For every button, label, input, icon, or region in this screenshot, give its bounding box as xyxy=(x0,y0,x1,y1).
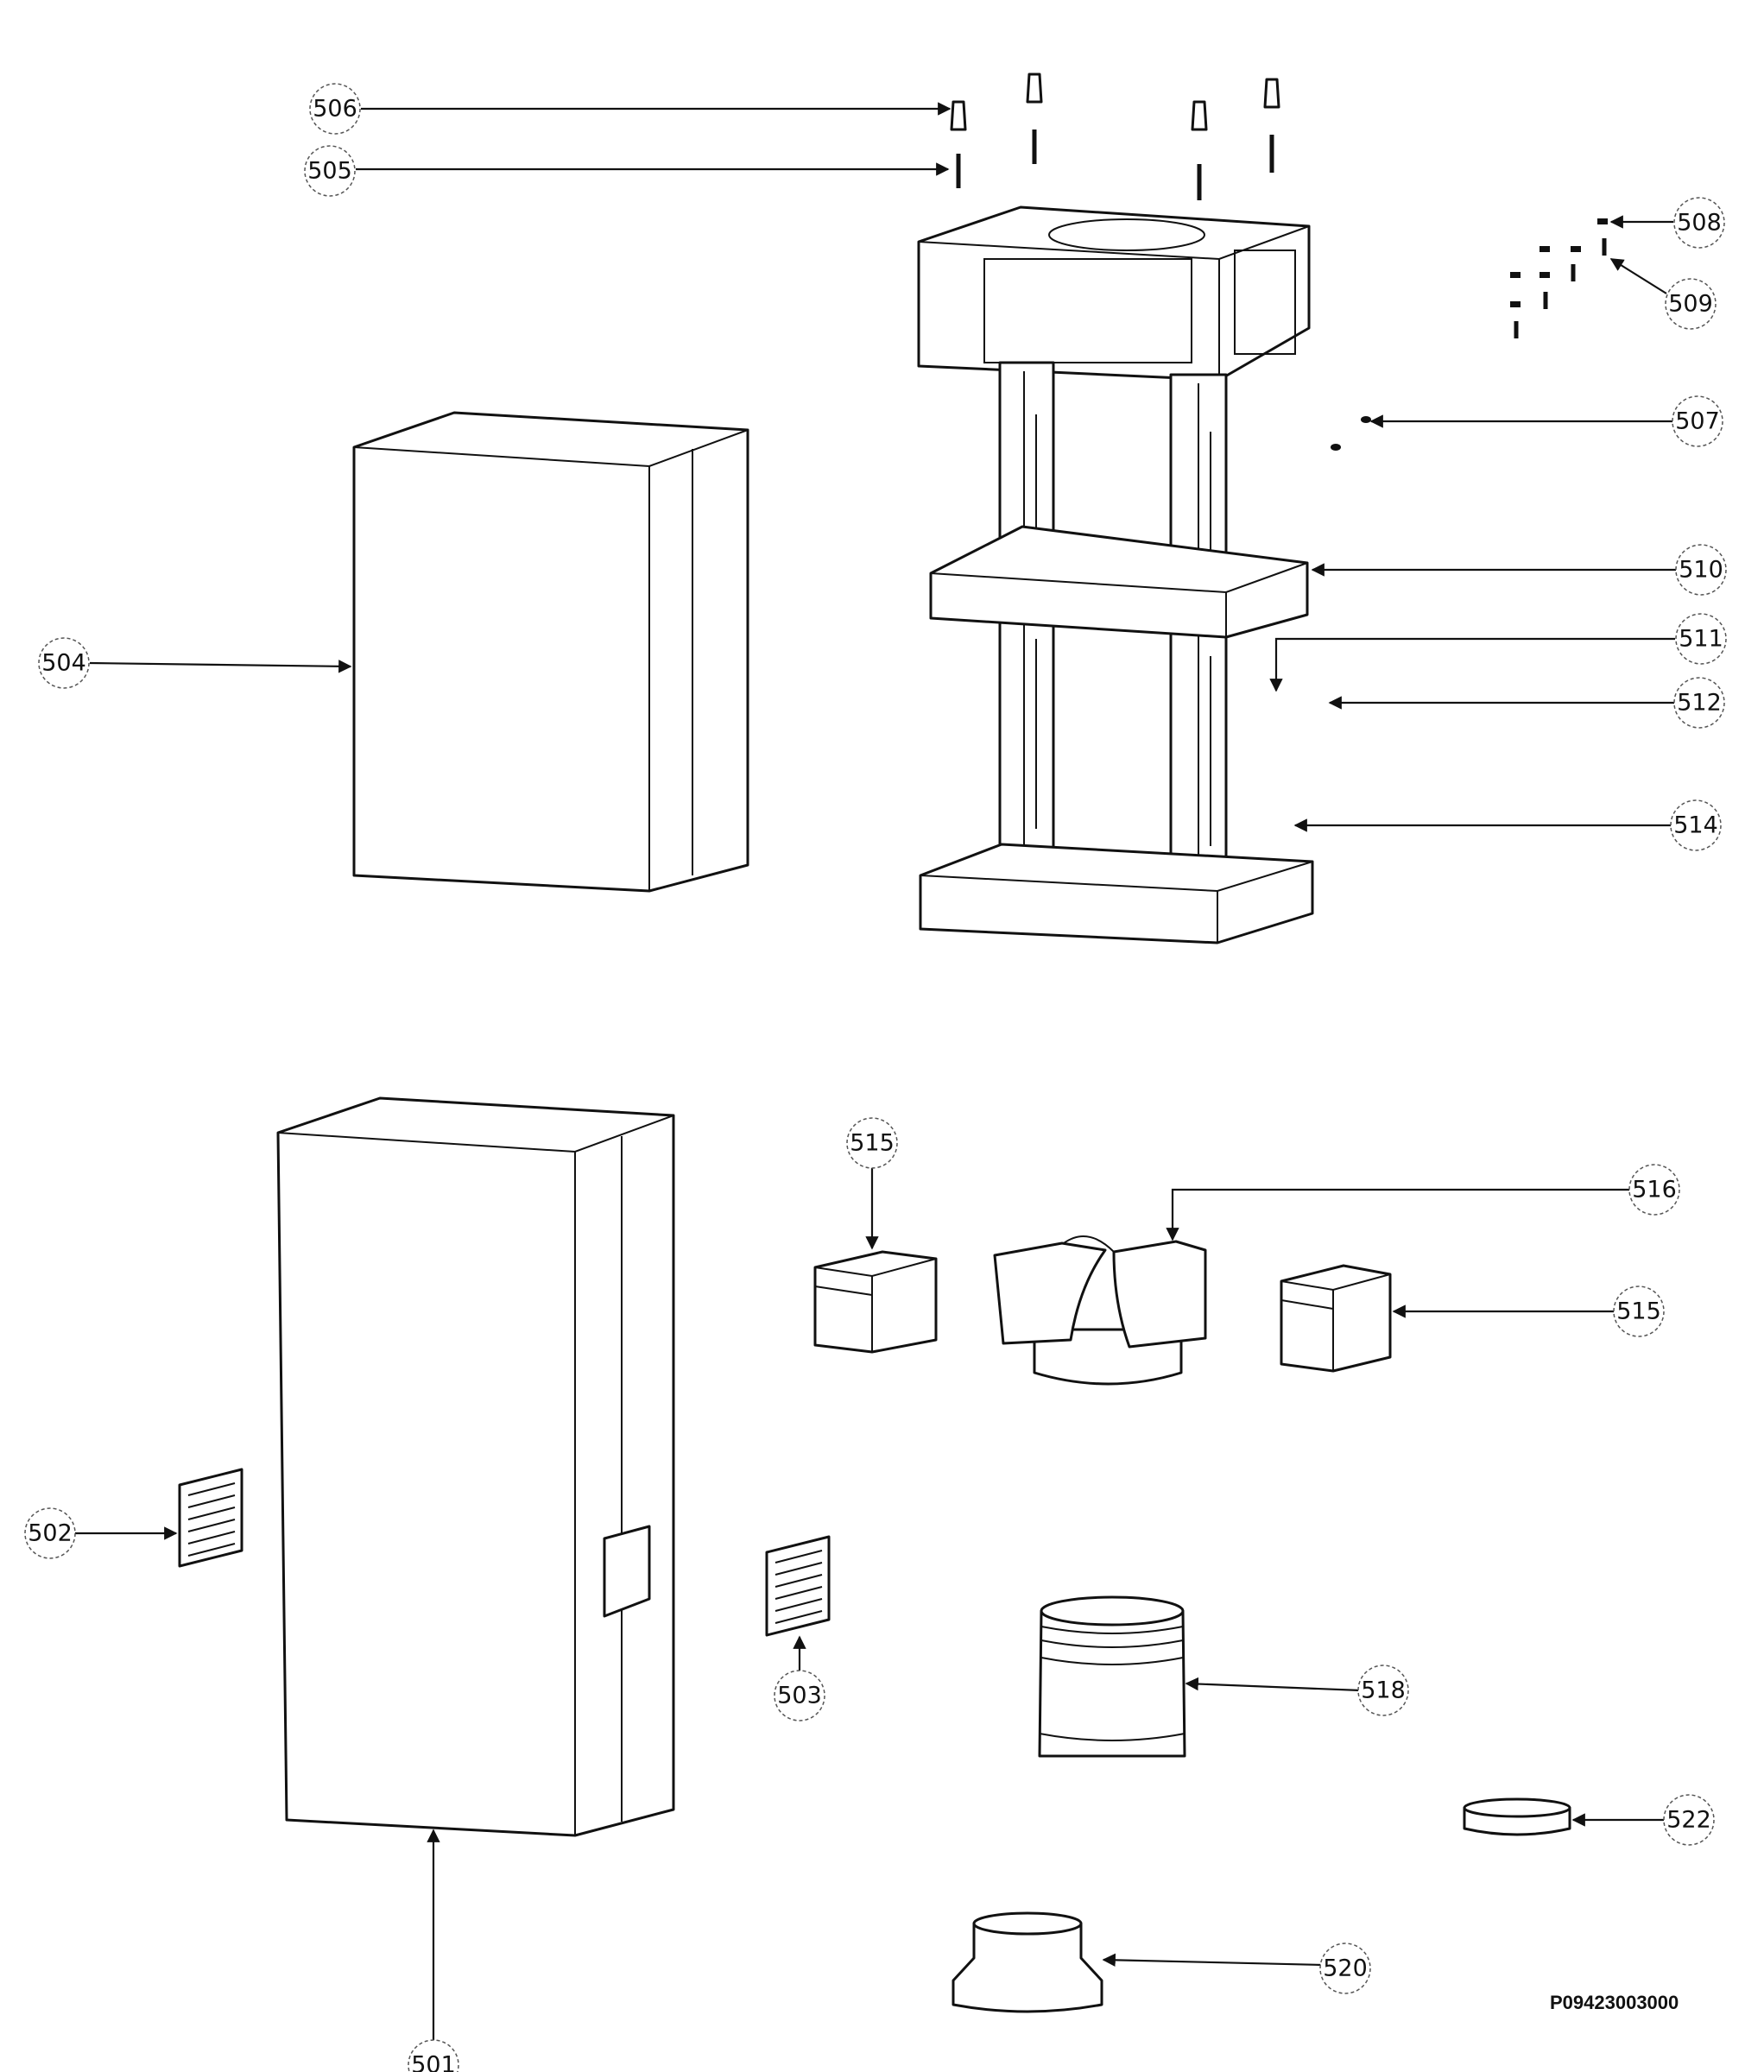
callout-label: 518 xyxy=(1361,1677,1406,1704)
callout-511: 511 xyxy=(1675,613,1727,665)
callout-label: 522 xyxy=(1666,1807,1711,1834)
round-adapter-518 xyxy=(1038,1595,1186,1758)
lower-chimney-501 xyxy=(276,1096,675,1837)
callout-label: 507 xyxy=(1675,408,1720,435)
leader-lines xyxy=(73,102,1677,2041)
callout-label: 506 xyxy=(313,96,357,123)
callout-label: 515 xyxy=(1616,1298,1661,1325)
callout-label: 501 xyxy=(411,2052,456,2072)
callout-503: 503 xyxy=(774,1670,825,1721)
callout-label: 514 xyxy=(1673,812,1718,839)
callout-label: 508 xyxy=(1677,210,1722,237)
callout-508: 508 xyxy=(1673,197,1725,249)
connector-515-right xyxy=(1280,1264,1392,1373)
callout-515-right: 515 xyxy=(1613,1286,1665,1337)
callout-505: 505 xyxy=(304,145,356,197)
callout-510: 510 xyxy=(1675,544,1727,596)
callout-512: 512 xyxy=(1673,677,1725,729)
callout-501: 501 xyxy=(408,2039,459,2072)
callout-506: 506 xyxy=(309,83,361,135)
mounting-frame xyxy=(917,205,1314,944)
callout-516: 516 xyxy=(1628,1164,1680,1216)
callout-label: 511 xyxy=(1679,626,1723,653)
callout-label: 515 xyxy=(850,1130,895,1157)
callout-label: 504 xyxy=(41,650,86,677)
reducer-520 xyxy=(952,1911,1103,2013)
callout-502: 502 xyxy=(24,1507,76,1559)
callout-518: 518 xyxy=(1357,1665,1409,1716)
callout-507: 507 xyxy=(1672,395,1723,447)
callout-label: 520 xyxy=(1323,1955,1368,1982)
callout-520: 520 xyxy=(1319,1942,1371,1994)
callout-522: 522 xyxy=(1663,1794,1715,1846)
callout-515-left: 515 xyxy=(846,1117,898,1169)
callout-label: 502 xyxy=(28,1520,73,1547)
cap-522 xyxy=(1463,1797,1571,1836)
callout-label: 510 xyxy=(1679,557,1723,584)
callout-label: 516 xyxy=(1632,1177,1677,1203)
callout-509: 509 xyxy=(1665,278,1717,330)
wall-anchors-506 xyxy=(950,73,1280,131)
y-piece-516 xyxy=(993,1235,1207,1386)
callout-label: 503 xyxy=(777,1683,822,1709)
small-parts-507 xyxy=(1331,416,1371,451)
callout-label: 505 xyxy=(307,158,352,185)
callout-label: 512 xyxy=(1677,690,1722,717)
screws-505 xyxy=(956,130,1274,200)
upper-chimney-504 xyxy=(352,411,749,893)
vent-grille-503 xyxy=(765,1535,831,1637)
callout-504: 504 xyxy=(38,637,90,689)
callout-label: 509 xyxy=(1668,291,1713,318)
callout-514: 514 xyxy=(1670,799,1722,851)
vent-grille-502 xyxy=(178,1468,243,1568)
drawing-number: P09423003000 xyxy=(1550,1992,1679,2013)
small-screws-509 xyxy=(1510,218,1608,338)
connector-515-left xyxy=(813,1250,938,1354)
